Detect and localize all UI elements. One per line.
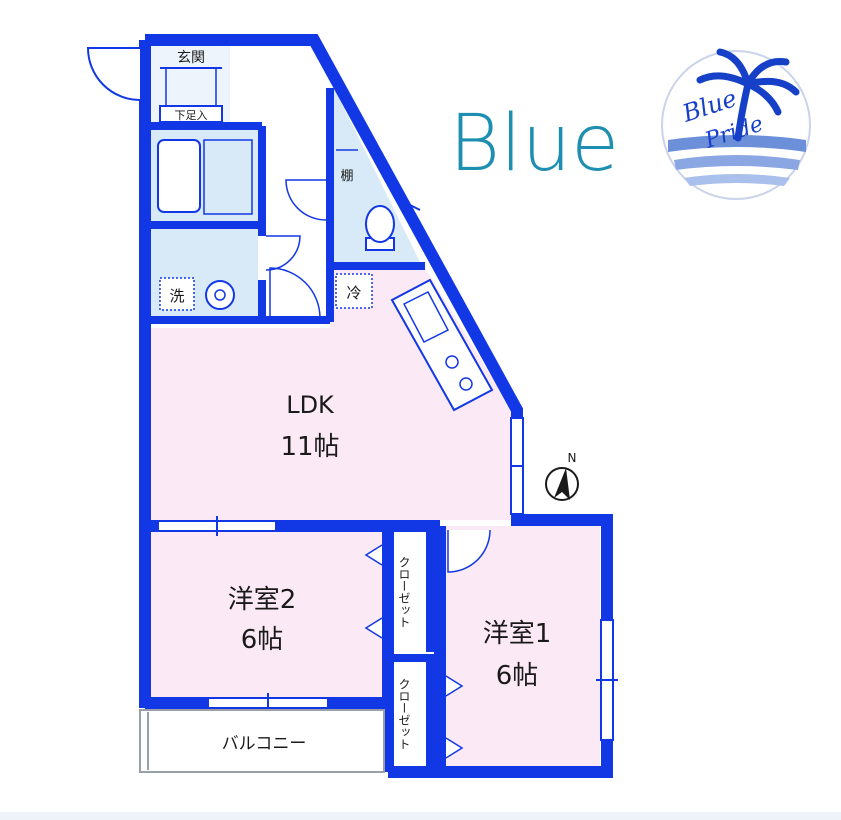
logo-wave-1 [668,135,806,152]
logo-wave-2 [674,155,800,170]
bath-fixtures [157,139,321,319]
toilet-door-swing [285,179,327,221]
closet-b-label: クローゼット [397,678,411,750]
hall-door-swing [269,267,321,319]
stove-burner-1 [445,355,459,369]
balcony [139,709,385,773]
outer-wall [145,34,613,778]
shelf-label: 棚 [340,169,353,184]
western1-size: 6帖 [496,661,539,691]
western2-size: 6帖 [241,625,284,655]
toilet-window [395,197,421,211]
washer-label: 洗 [169,287,184,305]
toilet-fixtures [285,149,421,251]
compass-needle [554,468,570,500]
toilet-area [330,90,420,262]
closet-a-doors [364,544,383,566]
fridge-label: 冷 [346,284,361,302]
western-room-2-area [150,530,382,698]
bath-door-swing [265,235,301,271]
shoe-box-label: 下足入 [175,109,208,122]
washer-box [159,277,195,311]
balcony-area [139,709,385,773]
shoe-box [159,105,223,123]
brand-wordmark: Blue [449,99,619,189]
closet-b-doors [445,675,464,697]
compass-icon: N [545,451,579,501]
entrance-label: 玄関 [177,49,205,66]
ldk-name: LDK [286,391,335,419]
washbasin-drain [214,289,226,301]
ldk-size: 11帖 [280,432,339,462]
bottom-strip [0,812,841,820]
walls [139,34,613,778]
brand-logo: Blue Pride [661,48,811,200]
compass-north-label: N [568,451,577,465]
closet-a-label: クローゼット [397,556,411,628]
closet-b-doors-2 [445,737,464,759]
bath-floor [203,139,253,215]
closet-a-doors-2 [364,617,383,639]
inner-walls [150,88,440,770]
toilet-bowl [365,205,395,243]
balcony-label: バルコニー [222,734,307,754]
western1-name: 洋室1 [483,619,552,649]
bedroom1-door-swing [447,529,491,573]
washbasin [205,280,235,310]
bathtub [157,139,201,213]
stove-burner-2 [459,377,473,391]
fridge-box [335,273,373,309]
openings [157,417,618,759]
logo-wave-3 [684,174,790,186]
labels: 玄関 下足入 棚 洗 冷 LDK 11帖 洋室2 6帖 洋室1 6帖 バルコニー… [169,49,551,754]
entrance [86,47,223,123]
western2-name: 洋室2 [228,585,297,615]
entrance-door-swing [86,47,141,101]
palm-tree-icon [696,48,800,142]
kitchen [335,273,494,412]
kitchen-sink [402,291,450,343]
